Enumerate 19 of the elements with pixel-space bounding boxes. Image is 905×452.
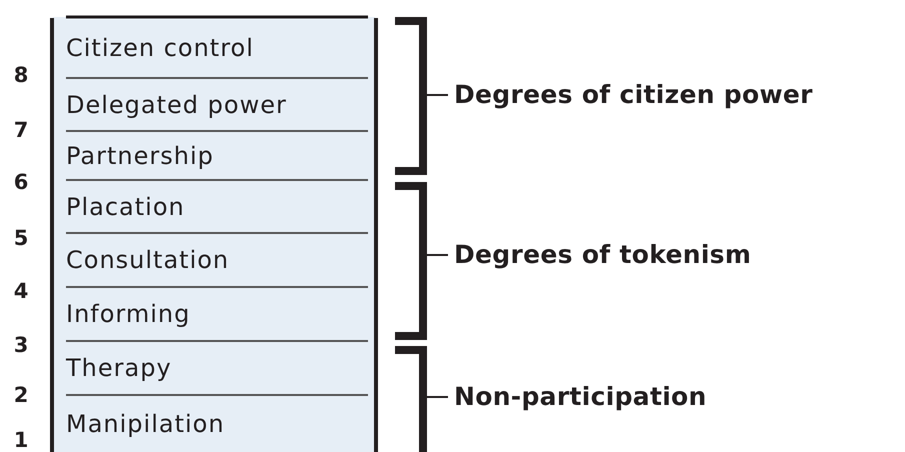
- rung-number: 5: [12, 226, 30, 250]
- rung-number: 8: [12, 63, 30, 87]
- rung-label: Delegated power: [66, 90, 287, 118]
- rung-number: 3: [12, 333, 30, 357]
- rung-label: Partnership: [66, 142, 214, 170]
- rung-label: Citizen control: [66, 34, 254, 62]
- group-label: Degrees of citizen power: [454, 80, 813, 110]
- rung-label: Manipilation: [66, 410, 225, 438]
- rung-number: 6: [12, 170, 30, 194]
- rung-label: Informing: [66, 300, 190, 328]
- rung-number: 2: [12, 383, 30, 407]
- rung-label: Placation: [66, 192, 185, 220]
- rung-number: 1: [12, 428, 30, 452]
- rung-label: Therapy: [66, 354, 172, 382]
- rung-number: 7: [12, 118, 30, 142]
- rung-number: 4: [12, 279, 30, 303]
- rung-label: Consultation: [66, 246, 230, 274]
- group-label: Degrees of tokenism: [454, 240, 752, 270]
- group-label: Non-participation: [454, 382, 707, 412]
